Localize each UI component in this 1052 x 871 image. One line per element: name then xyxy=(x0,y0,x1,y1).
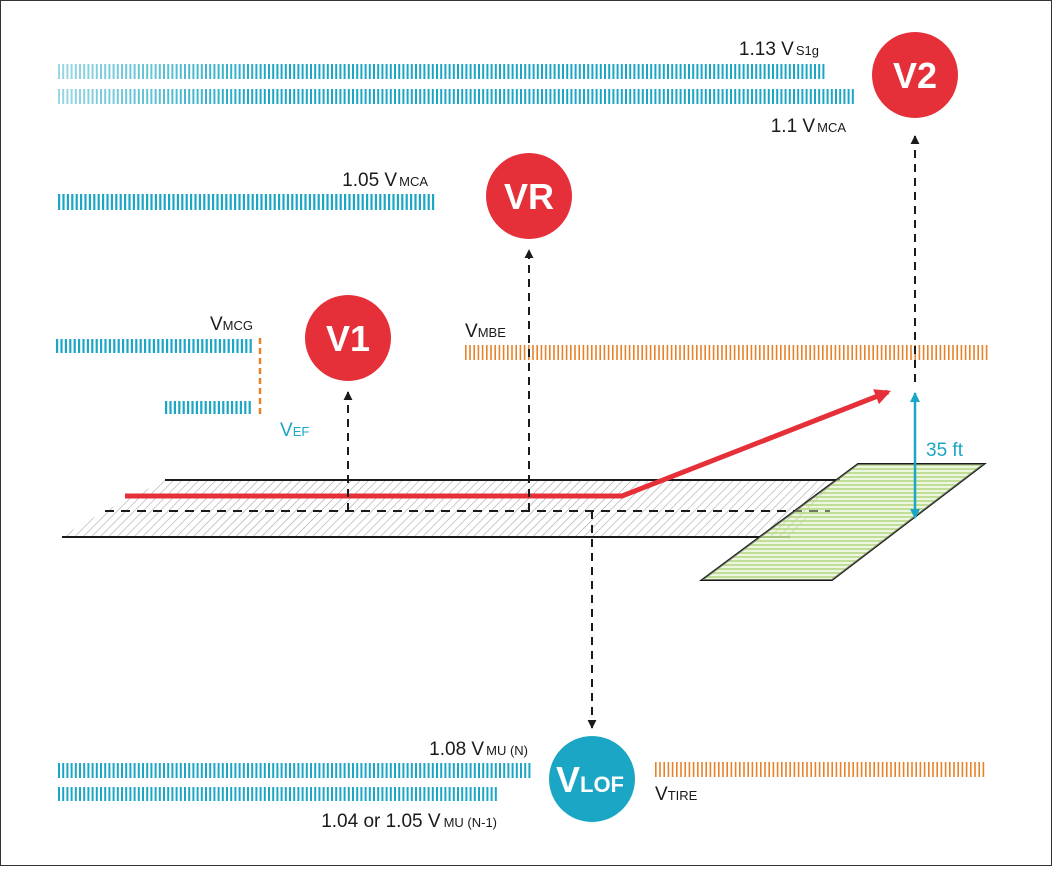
bar-vs1g xyxy=(58,64,825,79)
vtire-label: VTIRE xyxy=(655,784,698,805)
v1-circle-label: V1 xyxy=(326,318,370,359)
v2-circle: V2 xyxy=(872,32,958,118)
bar-vmcg xyxy=(56,339,252,353)
vmbe-label: VMBE xyxy=(465,321,506,342)
bar-vef xyxy=(165,401,251,414)
runway-surface xyxy=(62,480,840,536)
v1-circle-bg xyxy=(305,295,391,381)
takeoff-path-arrow xyxy=(125,389,891,499)
vlof-circle-label: VLOF xyxy=(556,759,624,800)
v1-circle: V1 xyxy=(305,295,391,381)
vr-circle-bg xyxy=(486,153,572,239)
bar-vmca-1-1 xyxy=(58,89,854,104)
vr-circle-label: VR xyxy=(504,176,554,217)
vmcg-label: VMCG xyxy=(210,314,253,335)
v2-circle-label: V2 xyxy=(893,55,937,96)
vlof-circle-bg xyxy=(549,736,635,822)
bar-vmu-n xyxy=(58,763,531,778)
bar-vtire xyxy=(655,762,985,777)
vef-label: VEF xyxy=(280,420,309,441)
speed-bars xyxy=(56,64,988,801)
vr-circle: VR xyxy=(486,153,572,239)
bar-vmca-1-05 xyxy=(58,194,435,210)
vlof-circle: VLOF xyxy=(549,736,635,822)
bar-vmbe xyxy=(465,345,988,360)
bar-vmu-n1 xyxy=(58,787,497,801)
v2-circle-bg xyxy=(872,32,958,118)
35ft-label: 35 ft xyxy=(926,440,964,461)
runway xyxy=(62,479,840,538)
